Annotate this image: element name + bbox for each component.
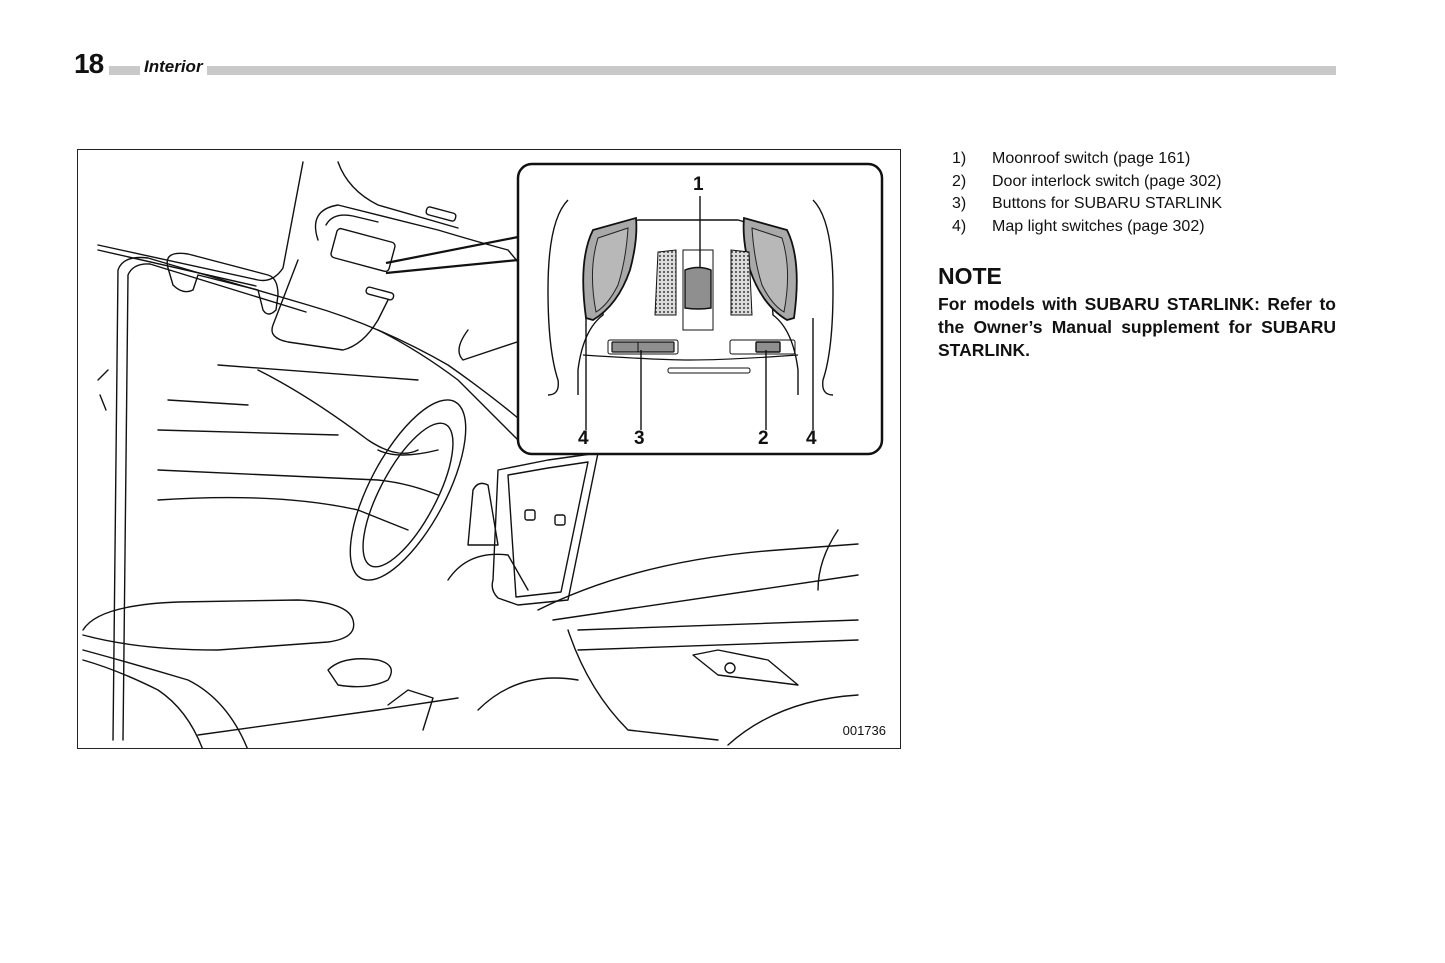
callout-3: 3	[634, 428, 645, 449]
legend-text: Door interlock switch (page 302)	[992, 172, 1222, 190]
legend-item: 2) Door interlock switch (page 302)	[952, 171, 1222, 194]
legend-text: Moonroof switch (page 161)	[992, 150, 1191, 167]
callout-4-right: 4	[806, 428, 817, 449]
legend-number: 3)	[952, 195, 967, 212]
page-number: 18	[74, 48, 110, 80]
interior-illustration: 1 4 3 2 4 001736	[77, 149, 901, 749]
legend-number: 4)	[952, 217, 967, 235]
note-heading: NOTE	[938, 263, 1002, 289]
header-rule	[76, 66, 1336, 75]
callout-2: 2	[758, 428, 769, 449]
legend-list: 1) Moonroof switch (page 161) 2) Door in…	[952, 148, 1222, 238]
legend-text: Buttons for SUBARU STARLINK	[992, 195, 1222, 212]
legend-number: 1)	[952, 150, 967, 167]
legend-text: Map light switches (page 302)	[992, 217, 1205, 235]
callout-1: 1	[693, 174, 704, 195]
legend-item: 4) Map light switches (page 302)	[952, 216, 1222, 239]
legend-number: 2)	[952, 172, 967, 190]
legend-item: 1) Moonroof switch (page 161)	[952, 148, 1222, 171]
figure-id: 001736	[842, 723, 886, 738]
callout-4-left: 4	[578, 428, 589, 449]
note-body: For models with SUBARU STARLINK: Refer t…	[938, 294, 1336, 360]
section-title: Interior	[140, 57, 207, 77]
car-interior-drawing	[82, 161, 859, 748]
overhead-console-inset	[385, 162, 884, 456]
legend-item: 3) Buttons for SUBARU STARLINK	[952, 193, 1222, 216]
